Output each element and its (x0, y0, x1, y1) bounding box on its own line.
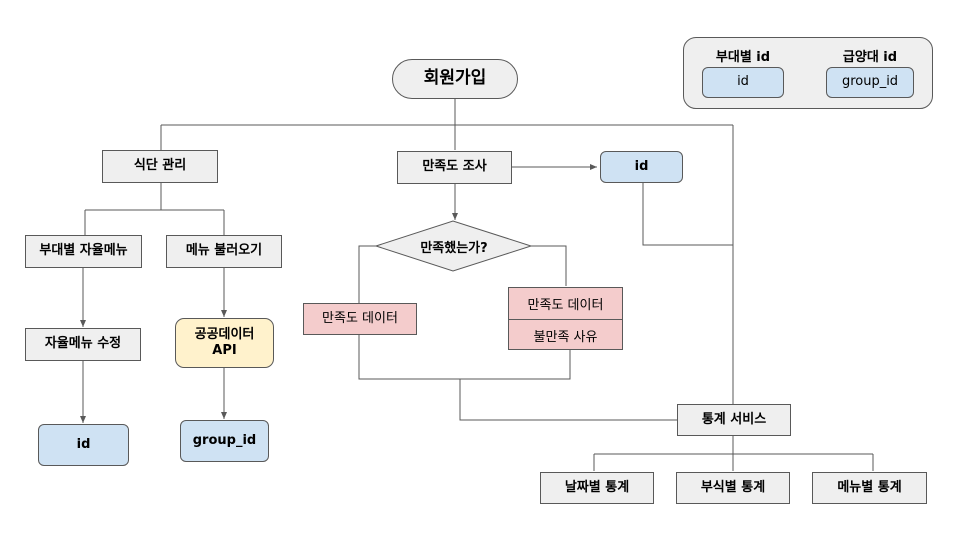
survey-id-node: id (600, 151, 683, 183)
unit-id-node: id (38, 424, 129, 466)
connector-merge-stats (459, 379, 677, 421)
legend-unit-id-box: id (702, 67, 784, 98)
stats-service-node[interactable]: 통계 서비스 (677, 404, 791, 436)
connector-id-stats (642, 183, 733, 246)
connector-diamond-right (531, 245, 567, 286)
meal-management-node[interactable]: 식단 관리 (102, 150, 218, 183)
dissatisfaction-reason-field: 불만족 사유 (533, 329, 598, 345)
legend-unit-id-title: 부대별 id (715, 50, 771, 65)
unit-free-menu-node[interactable]: 부대별 자율메뉴 (25, 235, 142, 268)
public-data-api-node[interactable]: 공공데이터 API (175, 318, 274, 368)
legend-group-id-box: group_id (826, 67, 914, 98)
satisfaction-data-field: 만족도 데이터 (509, 288, 622, 320)
stats-by-date-node[interactable]: 날짜별 통계 (540, 472, 654, 504)
load-menu-node[interactable]: 메뉴 불러오기 (166, 235, 282, 268)
satisfied-question-label: 만족했는가? (420, 240, 488, 256)
dissatisfaction-record-node: 만족도 데이터 불만족 사유 (508, 287, 623, 350)
connector-merge (358, 335, 571, 380)
stats-by-side-node[interactable]: 부식별 통계 (676, 472, 790, 504)
connector-meal-split (84, 183, 225, 235)
stats-by-menu-node[interactable]: 메뉴별 통계 (812, 472, 927, 504)
edit-free-menu-node[interactable]: 자율메뉴 수정 (25, 328, 141, 361)
connector-diamond-left (358, 245, 376, 303)
satisfaction-data-node: 만족도 데이터 (303, 303, 417, 335)
decision-diamond (374, 220, 533, 272)
legend-group-id-title: 급양대 id (842, 50, 898, 65)
signup-node[interactable]: 회원가입 (392, 59, 518, 99)
group-id-node: group_id (180, 420, 269, 462)
satisfaction-survey-node[interactable]: 만족도 조사 (397, 151, 512, 184)
